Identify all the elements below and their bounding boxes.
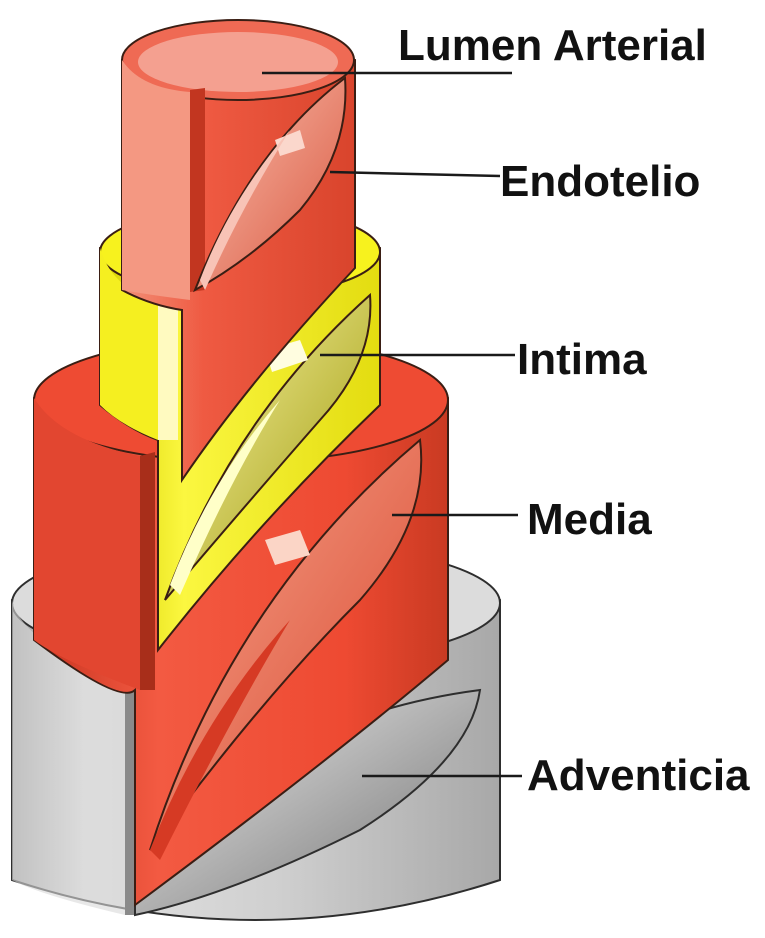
endotelio-label: Endotelio [500, 157, 700, 206]
intima-label: Intima [517, 335, 647, 384]
adventicia-label: Adventicia [527, 751, 750, 800]
lumen-arterial-label: Lumen Arterial [398, 21, 707, 70]
media-label: Media [527, 495, 652, 544]
